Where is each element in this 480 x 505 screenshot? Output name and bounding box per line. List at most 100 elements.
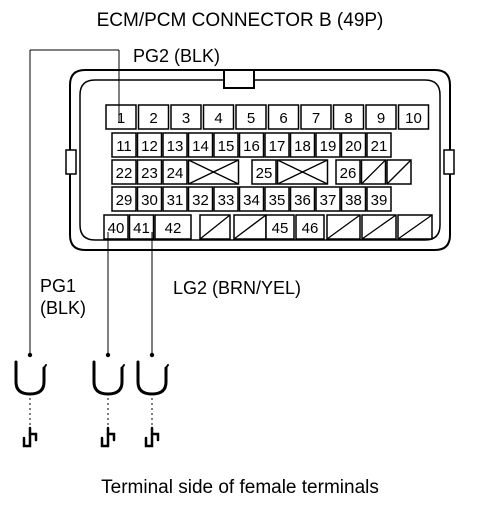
- pg1-label-line2: (BLK): [40, 298, 86, 318]
- terminal-number: 3: [182, 110, 190, 127]
- terminal-cell: [366, 132, 392, 158]
- terminal-cell: [213, 186, 239, 212]
- probe-dots: [27, 352, 155, 358]
- terminal-cell: [265, 214, 295, 240]
- terminal-cell: [105, 104, 137, 130]
- lg2-label: LG2 (BRN/YEL): [173, 278, 301, 298]
- terminal-number: 35: [269, 192, 286, 209]
- female-terminal-pg2: [14, 360, 47, 396]
- terminal-cell: [111, 186, 137, 212]
- blank-slash: [361, 214, 397, 240]
- terminal-cell: [235, 104, 267, 130]
- blank-cross: [188, 159, 239, 185]
- terminal-number: 32: [192, 192, 209, 209]
- terminal-number: 36: [294, 192, 311, 209]
- terminal-cell: [187, 132, 214, 158]
- terminal-cell: [340, 186, 367, 212]
- terminal-number: 6: [279, 110, 287, 127]
- terminal-number: 16: [243, 138, 260, 155]
- terminal-number: 46: [302, 220, 319, 237]
- terminal-cell: [136, 186, 163, 212]
- terminal-cell: [295, 214, 325, 240]
- pg2-label: PG2 (BLK): [133, 46, 220, 66]
- terminal-number: 42: [165, 220, 182, 237]
- terminal-number: 37: [320, 192, 337, 209]
- blank-slash: [199, 214, 231, 240]
- pg2-wire: [29, 49, 120, 355]
- terminal-number: 8: [344, 110, 352, 127]
- terminal-number: 19: [320, 138, 337, 155]
- terminal-cell: [213, 132, 239, 158]
- diagram-title: ECM/PCM CONNECTOR B (49P): [97, 10, 384, 31]
- terminal-cell: [162, 186, 188, 212]
- terminal-cell: [238, 132, 265, 158]
- terminal-cell: [187, 186, 214, 212]
- terminal-number: 1: [117, 110, 125, 127]
- terminal-grid: [103, 104, 433, 240]
- terminal-cell: [300, 104, 332, 130]
- terminal-number: 20: [345, 138, 362, 155]
- terminal-number: 41: [133, 220, 150, 237]
- terminal-number: 24: [167, 165, 184, 182]
- blank-slash: [386, 159, 412, 185]
- terminal-cell: [136, 132, 163, 158]
- caption: Terminal side of female terminals: [101, 477, 379, 498]
- probe-hooks: [22, 426, 160, 448]
- terminal-number: 9: [377, 110, 385, 127]
- blank-slash: [397, 214, 433, 240]
- terminal-number: 10: [405, 110, 422, 127]
- terminal-number: 31: [167, 192, 184, 209]
- terminal-number: 38: [345, 192, 362, 209]
- terminal-number: 2: [149, 110, 157, 127]
- terminal-number: 22: [116, 165, 133, 182]
- terminal-number: 34: [243, 192, 260, 209]
- terminal-cell: [264, 132, 290, 158]
- terminal-number: 4: [214, 110, 222, 127]
- terminal-number: 33: [218, 192, 235, 209]
- terminal-number: 30: [141, 192, 158, 209]
- terminal-cell: [136, 159, 163, 185]
- terminal-cell: [238, 186, 265, 212]
- terminal-cell: [111, 132, 137, 158]
- female-terminal-symbols: [14, 360, 169, 396]
- terminal-cell: [251, 159, 277, 185]
- terminal-cell: [103, 214, 129, 240]
- terminal-cell: [315, 132, 341, 158]
- terminal-cell: [128, 214, 155, 240]
- female-terminal-lg2: [136, 360, 169, 396]
- terminal-cell: [202, 104, 235, 130]
- blank-slash: [233, 214, 267, 240]
- blank-slash: [326, 214, 361, 240]
- terminal-cell: [267, 104, 300, 130]
- terminal-cell: [289, 186, 316, 212]
- terminal-cell: [340, 132, 367, 158]
- connector-housing: [65, 69, 455, 251]
- terminal-number: 23: [141, 165, 158, 182]
- terminal-number: 29: [116, 192, 133, 209]
- terminal-cell: [335, 159, 361, 185]
- terminal-number: 39: [371, 192, 388, 209]
- terminal-cell: [397, 104, 430, 130]
- terminal-cell: [365, 104, 397, 130]
- terminal-number: 14: [192, 138, 209, 155]
- terminal-number: 26: [340, 165, 357, 182]
- terminal-cell: [315, 186, 341, 212]
- terminal-number: 13: [167, 138, 184, 155]
- blank-cross: [277, 159, 328, 185]
- terminal-cell: [162, 132, 188, 158]
- terminal-number: 21: [371, 138, 388, 155]
- terminal-cell: [289, 132, 316, 158]
- terminal-number: 7: [312, 110, 320, 127]
- terminal-number: 40: [108, 220, 125, 237]
- terminal-number: 15: [218, 138, 235, 155]
- terminal-cell: [162, 159, 188, 185]
- terminal-number: 25: [256, 165, 273, 182]
- terminal-cell: [111, 159, 137, 185]
- terminal-number: 18: [294, 138, 311, 155]
- probe-tips: [29, 398, 153, 430]
- terminal-cell: [332, 104, 365, 130]
- terminal-cell: [366, 186, 392, 212]
